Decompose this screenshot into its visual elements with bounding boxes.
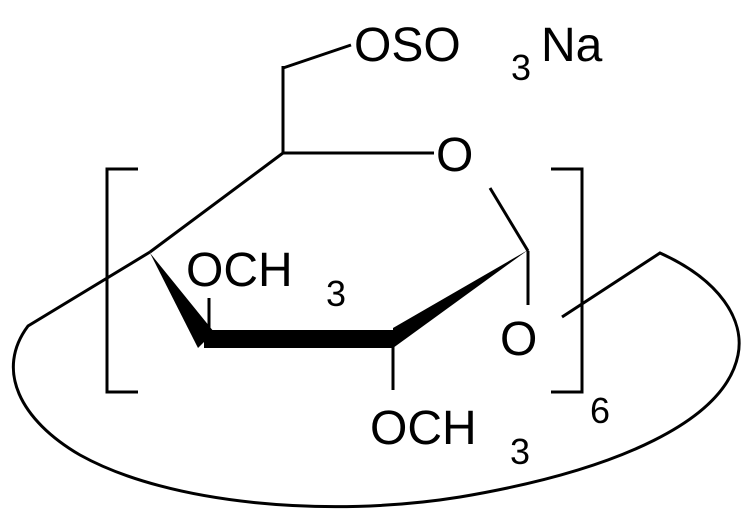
- methoxy-lower-subscript: 3: [510, 431, 530, 472]
- sulfonate-label-tail: Na: [541, 19, 603, 72]
- wedge-bonds: [150, 250, 528, 348]
- atom-labels: OSO 3 Na O O OCH 3 OCH 3 6: [186, 19, 610, 472]
- sulfonate-label-main: OSO: [354, 19, 461, 72]
- right-bracket: [551, 167, 584, 394]
- wedge-c3-c4: [150, 253, 214, 348]
- bond-ring-o-c1: [488, 187, 530, 252]
- wedge-c1-c2: [393, 250, 528, 348]
- methoxy-lower-main: OCH: [370, 402, 477, 455]
- ring-oxygen-label: O: [436, 129, 473, 182]
- sulfonate-label-subscript: 3: [511, 47, 531, 88]
- bold-bond-c2-c3: [204, 330, 394, 348]
- glycosidic-oxygen-label: O: [500, 313, 537, 366]
- macrocycle-loop: [11, 250, 741, 509]
- left-bracket: [105, 167, 138, 394]
- bonds: [11, 43, 741, 509]
- methoxy-upper-subscript: 3: [326, 273, 346, 314]
- repeat-count-label: 6: [590, 390, 610, 431]
- methoxy-upper-main: OCH: [186, 244, 293, 297]
- bond-c6-o-sulfate: [282, 43, 352, 70]
- bond-c5-c4: [149, 151, 284, 254]
